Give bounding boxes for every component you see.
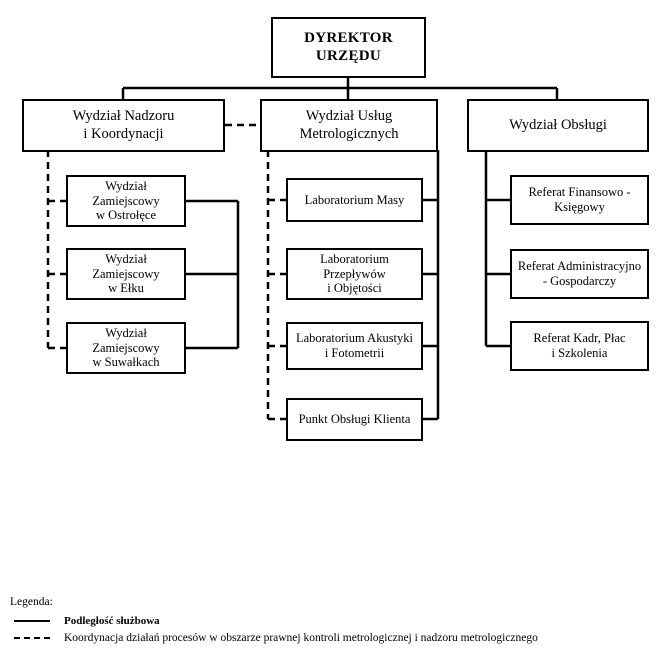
node-label: Laboratorium Masy	[304, 192, 405, 207]
node-referat-kadr-plac-i-szkolenia[interactable]: Referat Kadr, Płac i Szkolenia	[510, 321, 649, 371]
node-wydzial-zamiejscowy-w-suwalkach[interactable]: Wydział Zamiejscowy w Suwałkach	[66, 322, 186, 374]
legend-item-dashed: Koordynacja działań procesów w obszarze …	[10, 632, 665, 644]
legend-item-label: Podległość służbowa	[64, 615, 160, 627]
node-label: Laboratorium Akustyki i Fotometrii	[296, 331, 413, 360]
dashed-line-icon	[10, 633, 54, 643]
node-label: Referat Finansowo - Księgowy	[528, 185, 631, 214]
node-label: Wydział Obsługi	[509, 116, 607, 133]
node-label: Wydział Nadzoru i Koordynacji	[72, 108, 175, 142]
node-wydzial-obslugi[interactable]: Wydział Obsługi	[467, 99, 649, 152]
node-label: Wydział Zamiejscowy w Ostrołęce	[92, 178, 160, 223]
node-wydzial-zamiejscowy-w-elku[interactable]: Wydział Zamiejscowy w Ełku	[66, 248, 186, 300]
node-dyrektor-urzedu[interactable]: DYREKTOR URZĘDU	[271, 17, 426, 78]
node-punkt-obslugi-klienta[interactable]: Punkt Obsługi Klienta	[286, 398, 423, 441]
node-laboratorium-masy[interactable]: Laboratorium Masy	[286, 178, 423, 222]
node-label: Referat Administracyjno - Gospodarczy	[517, 259, 642, 288]
node-referat-administracyjno-gospodarczy[interactable]: Referat Administracyjno - Gospodarczy	[510, 249, 649, 299]
legend-item-label: Koordynacja działań procesów w obszarze …	[64, 632, 538, 644]
legend: Legenda: Podległość służbowa Koordynacja…	[10, 596, 665, 649]
node-wydzial-zamiejscowy-w-ostrolece[interactable]: Wydział Zamiejscowy w Ostrołęce	[66, 175, 186, 227]
legend-item-solid: Podległość służbowa	[10, 615, 665, 627]
node-wydzial-nadzoru-i-koordynacji[interactable]: Wydział Nadzoru i Koordynacji	[22, 99, 225, 152]
node-label: Referat Kadr, Płac i Szkolenia	[533, 331, 626, 360]
node-laboratorium-przeplywow-i-objetosci[interactable]: Laboratorium Przepływów i Objętości	[286, 248, 423, 300]
solid-line-icon	[10, 616, 54, 626]
node-label: Punkt Obsługi Klienta	[298, 412, 411, 427]
node-label: DYREKTOR URZĘDU	[304, 29, 393, 64]
node-label: Wydział Zamiejscowy w Suwałkach	[92, 325, 160, 370]
node-label: Laboratorium Przepływów i Objętości	[320, 251, 389, 296]
node-label: Wydział Usług Metrologicznych	[299, 108, 399, 142]
legend-title: Legenda:	[10, 596, 53, 608]
node-referat-finansowo-ksiegowy[interactable]: Referat Finansowo - Księgowy	[510, 175, 649, 225]
node-label: Wydział Zamiejscowy w Ełku	[92, 251, 160, 296]
node-wydzial-uslug-metrologicznych[interactable]: Wydział Usług Metrologicznych	[260, 99, 438, 152]
node-laboratorium-akustyki-i-fotometrii[interactable]: Laboratorium Akustyki i Fotometrii	[286, 322, 423, 370]
